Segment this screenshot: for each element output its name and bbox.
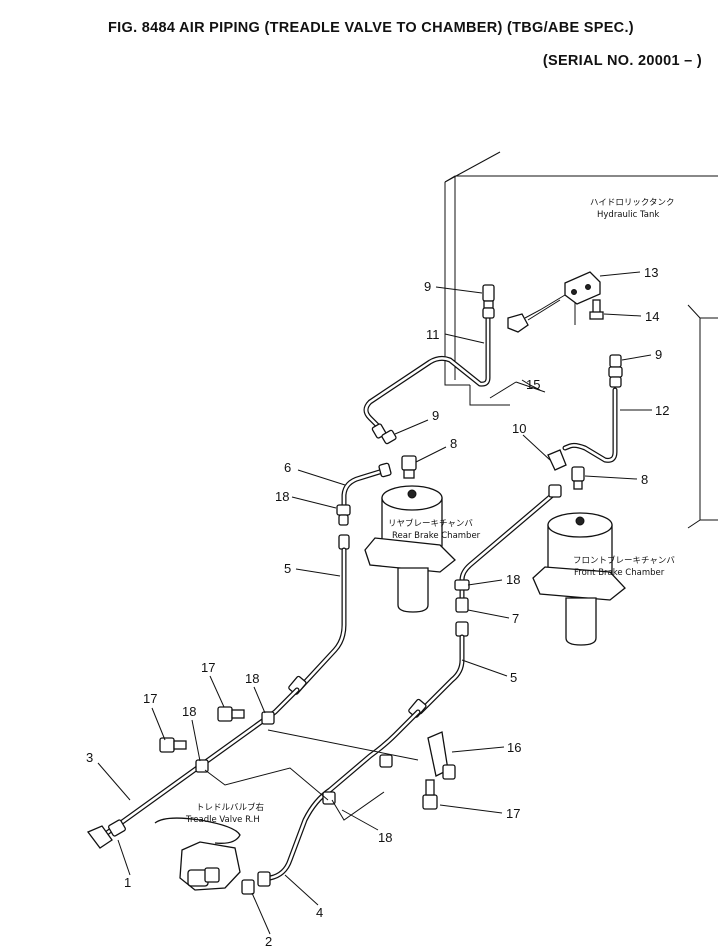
fitting-part-9-right — [608, 354, 623, 388]
fitting-part-9-left — [371, 423, 397, 445]
treadle-valve-label-jp: トレドルバルブ右 — [196, 802, 264, 813]
callout-16: 16 — [507, 740, 521, 755]
elbow-part-15 — [507, 299, 561, 333]
rear-brake-chamber — [364, 485, 456, 613]
hose-part-5-rear — [295, 547, 347, 693]
callout-2: 2 — [265, 934, 272, 949]
callout-18-rear: 18 — [275, 489, 289, 504]
callout-18-pipe3-a: 18 — [245, 671, 259, 686]
callout-4: 4 — [316, 905, 323, 920]
callout-11: 11 — [426, 327, 440, 342]
hydraulic-tank-outline — [444, 151, 718, 529]
hydraulic-tank-label-jp: ハイドロリックタンク — [590, 198, 675, 208]
serial-number: (SERIAL NO. 20001 – ) — [542, 53, 702, 69]
rear-brake-chamber-label-en: Rear Brake Chamber — [392, 531, 481, 541]
clamp-part-18-pipe3-a — [261, 711, 275, 725]
callout-9-right: 9 — [655, 347, 662, 362]
callout-12: 12 — [655, 403, 669, 418]
clamp-part-18-pipe4 — [322, 791, 336, 805]
fitting-part-2 — [241, 871, 271, 895]
treadle-valve — [86, 817, 241, 891]
callout-8-front: 8 — [641, 472, 648, 487]
bracket-part-13 — [524, 271, 601, 319]
figure-title: FIG. 8484 AIR PIPING (TREADLE VALVE TO C… — [108, 20, 634, 36]
fitting-part-8-rear — [401, 455, 417, 479]
callout-9-top: 9 — [424, 279, 431, 294]
callout-17-lower: 17 — [506, 806, 520, 821]
callout-13: 13 — [644, 265, 658, 280]
leader-lines — [97, 271, 652, 935]
clamp-part-18-rear — [336, 504, 351, 526]
fitting-part-9-top — [482, 284, 495, 319]
front-brake-chamber — [532, 512, 626, 646]
callout-18-front: 18 — [506, 572, 520, 587]
callout-14: 14 — [645, 309, 659, 324]
fitting-part-8-front — [571, 466, 585, 490]
rear-brake-chamber-label-jp: リヤブレーキチャンバ — [388, 518, 473, 529]
callout-5-rear: 5 — [284, 561, 291, 576]
clamp-part-18-pipe4-b — [379, 754, 393, 768]
callout-10: 10 — [512, 421, 526, 436]
callout-17-upper: 17 — [201, 660, 215, 675]
callout-5-front: 5 — [510, 670, 517, 685]
callout-8-rear: 8 — [450, 436, 457, 451]
bolt-part-17-a — [217, 706, 245, 722]
bolt-part-17-b — [159, 737, 187, 753]
callout-9-left: 9 — [432, 408, 439, 423]
callout-3: 3 — [86, 750, 93, 765]
callout-1: 1 — [124, 875, 131, 890]
bolt-part-17-c — [422, 779, 438, 810]
callout-18-pipe4: 18 — [378, 830, 392, 845]
bracket-part-16 — [427, 731, 456, 780]
callout-6: 6 — [284, 460, 291, 475]
elbow-part-10 — [547, 449, 567, 471]
clamp-part-18-pipe3-b — [195, 759, 209, 773]
callout-18-pipe3-b: 18 — [182, 704, 196, 719]
bolt-part-14 — [589, 299, 604, 320]
front-brake-chamber-label-jp: フロントブレーキチャンバ — [573, 555, 675, 566]
callout-15: 15 — [526, 377, 540, 392]
callout-17-left: 17 — [143, 691, 157, 706]
hose-part-5-front — [417, 634, 465, 715]
hydraulic-tank-label-en: Hydraulic Tank — [597, 210, 659, 220]
front-brake-chamber-label-en: Front Brake Chamber — [574, 568, 665, 578]
callout-7: 7 — [512, 611, 519, 626]
treadle-valve-label-en: Treadle Valve R.H — [185, 815, 260, 825]
